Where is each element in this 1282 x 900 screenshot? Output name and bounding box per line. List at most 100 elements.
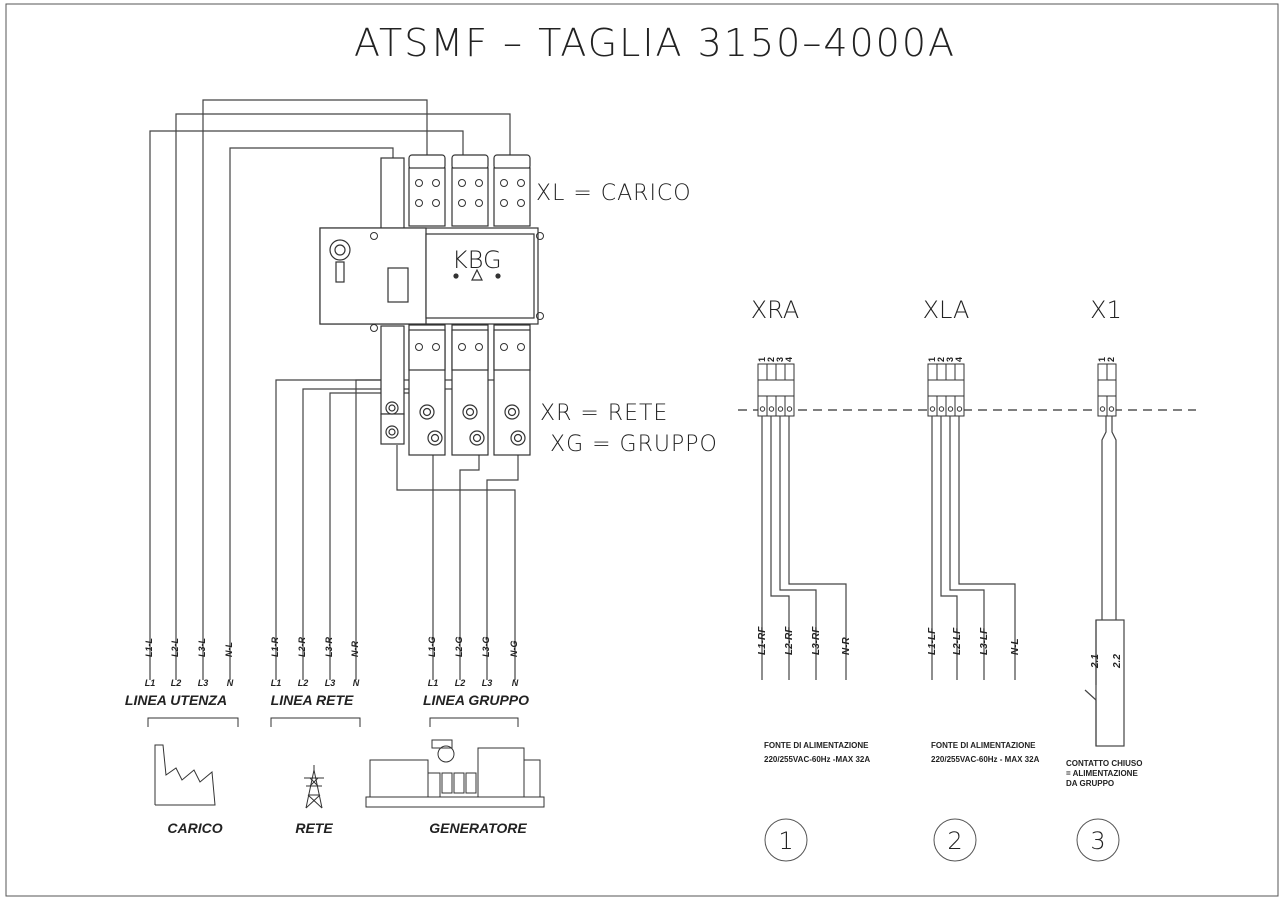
switch-name: KBG: [452, 246, 502, 274]
diagram-title: ATSMF – TAGLIA 3150–4000A: [354, 21, 956, 65]
linea-gruppo-title: LINEA GRUPPO: [423, 692, 529, 708]
xr-label: XR = RETE: [540, 401, 668, 426]
svg-text:N: N: [353, 678, 360, 688]
linea-rete-title: LINEA RETE: [271, 692, 354, 708]
gruppo-phase-labels: L1 L2 L3 N: [428, 678, 519, 688]
svg-text:L1-LF: L1-LF: [927, 627, 938, 655]
svg-text:N-R: N-R: [350, 641, 360, 657]
circle-number-3: 3: [1090, 827, 1105, 855]
xra-wires: [761, 416, 847, 680]
svg-text:2.2: 2.2: [1112, 654, 1123, 669]
svg-text:N-G: N-G: [509, 641, 519, 658]
number-circles: [764, 818, 1120, 862]
utenza-phase-labels: L1 L2 L3 N: [145, 678, 234, 688]
xra-wire-labels: L1-RF L2-RF L3-RF N-R: [757, 626, 852, 655]
svg-text:N-R: N-R: [841, 636, 852, 655]
svg-text:L1-G: L1-G: [427, 636, 437, 657]
svg-text:N-L: N-L: [1010, 638, 1021, 655]
xra-title: XRA: [751, 296, 800, 324]
svg-text:L2: L2: [455, 678, 466, 688]
svg-text:4: 4: [954, 357, 964, 362]
svg-text:N-L: N-L: [224, 642, 234, 657]
svg-text:L1: L1: [428, 678, 439, 688]
svg-text:4: 4: [784, 357, 794, 362]
rete-wire-labels: L1-R L2-R L3-R N-R: [270, 637, 360, 658]
svg-text:L2-LF: L2-LF: [952, 627, 963, 655]
xl-terminals: [408, 154, 531, 227]
xla-note: FONTE DI ALIMENTAZIONE 220/255VAC-60Hz -…: [931, 741, 1040, 764]
svg-text:L2: L2: [171, 678, 182, 688]
circle-number-1: 1: [778, 827, 793, 855]
xla-wire-labels: L1-LF L2-LF L3-LF N-L: [927, 627, 1021, 655]
linea-utenza-title: LINEA UTENZA: [125, 692, 227, 708]
svg-text:3: 3: [775, 357, 785, 362]
svg-text:3: 3: [945, 357, 955, 362]
xla-title: XLA: [923, 296, 970, 324]
xla-wires: [931, 416, 1016, 680]
svg-text:L3: L3: [198, 678, 209, 688]
group-brackets: [147, 717, 519, 727]
svg-text:2: 2: [936, 357, 946, 362]
svg-text:L2: L2: [298, 678, 309, 688]
svg-text:L3-LF: L3-LF: [979, 627, 990, 655]
svg-text:L2-G: L2-G: [454, 636, 464, 657]
svg-text:L1-RF: L1-RF: [757, 626, 768, 655]
svg-text:L1: L1: [271, 678, 282, 688]
x1-pin-numbers: 1 2: [1097, 357, 1116, 362]
generator-icon: [365, 739, 545, 808]
svg-text:L3: L3: [325, 678, 336, 688]
pylon-icon: [304, 765, 324, 809]
svg-text:L2-L: L2-L: [170, 638, 180, 657]
svg-text:2: 2: [1106, 357, 1116, 362]
carico-caption: CARICO: [167, 820, 222, 836]
svg-text:N: N: [512, 678, 519, 688]
svg-text:L3-G: L3-G: [481, 636, 491, 657]
load-wires: [149, 99, 511, 680]
svg-text:DA GRUPPO: DA GRUPPO: [1066, 779, 1114, 788]
svg-text:L2-R: L2-R: [297, 637, 307, 658]
svg-text:FONTE DI ALIMENTAZIONE: FONTE DI ALIMENTAZIONE: [764, 741, 869, 750]
xla-strip: [927, 363, 965, 417]
kbg-switch: [319, 154, 544, 456]
svg-text:1: 1: [927, 357, 937, 362]
svg-text:CONTATTO CHIUSO: CONTATTO CHIUSO: [1066, 759, 1142, 768]
svg-text:1: 1: [1097, 357, 1107, 362]
x1-wire-labels: 2.1 2.2: [1090, 654, 1123, 669]
x1-title: X1: [1090, 296, 1122, 324]
svg-text:220/255VAC-60Hz - MAX 32A: 220/255VAC-60Hz - MAX 32A: [931, 755, 1040, 764]
xra-strip: [757, 363, 795, 417]
svg-text:FONTE DI ALIMENTAZIONE: FONTE DI ALIMENTAZIONE: [931, 741, 1036, 750]
svg-text:L3: L3: [482, 678, 493, 688]
svg-text:L2-RF: L2-RF: [784, 626, 795, 655]
xla-pin-numbers: 1 2 3 4: [927, 357, 964, 362]
xra-pin-numbers: 1 2 3 4: [757, 357, 794, 362]
svg-text:2: 2: [766, 357, 776, 362]
svg-text:L1-L: L1-L: [144, 638, 154, 657]
xra-note: FONTE DI ALIMENTAZIONE 220/255VAC-60Hz -…: [764, 741, 870, 764]
svg-text:1: 1: [757, 357, 767, 362]
svg-text:220/255VAC-60Hz -MAX 32A: 220/255VAC-60Hz -MAX 32A: [764, 755, 870, 764]
xl-label: XL = CARICO: [536, 181, 692, 206]
rete-phase-labels: L1 L2 L3 N: [271, 678, 360, 688]
svg-text:L3-L: L3-L: [197, 638, 207, 657]
rete-caption: RETE: [295, 820, 333, 836]
x1-strip: [1097, 363, 1117, 417]
sheet-border: [5, 3, 1279, 897]
svg-text:L1: L1: [145, 678, 156, 688]
svg-text:2.1: 2.1: [1090, 654, 1101, 669]
svg-text:= ALIMENTAZIONE: = ALIMENTAZIONE: [1066, 769, 1138, 778]
svg-text:N: N: [227, 678, 234, 688]
neutral-bar-top: [380, 157, 405, 231]
factory-icon: [154, 744, 216, 806]
svg-text:L1-R: L1-R: [270, 637, 280, 658]
utenza-wire-labels: L1-L L2-L L3-L N-L: [144, 638, 234, 657]
x1-note: CONTATTO CHIUSO = ALIMENTAZIONE DA GRUPP…: [1066, 759, 1142, 788]
gruppo-wire-labels: L1-G L2-G L3-G N-G: [427, 636, 519, 657]
genset-wires: [396, 445, 519, 680]
xg-label: XG = GRUPPO: [550, 432, 718, 457]
svg-text:L3-R: L3-R: [324, 637, 334, 658]
x1-wires: [1084, 416, 1125, 747]
generatore-caption: GENERATORE: [429, 820, 527, 836]
svg-text:L3-RF: L3-RF: [811, 626, 822, 655]
